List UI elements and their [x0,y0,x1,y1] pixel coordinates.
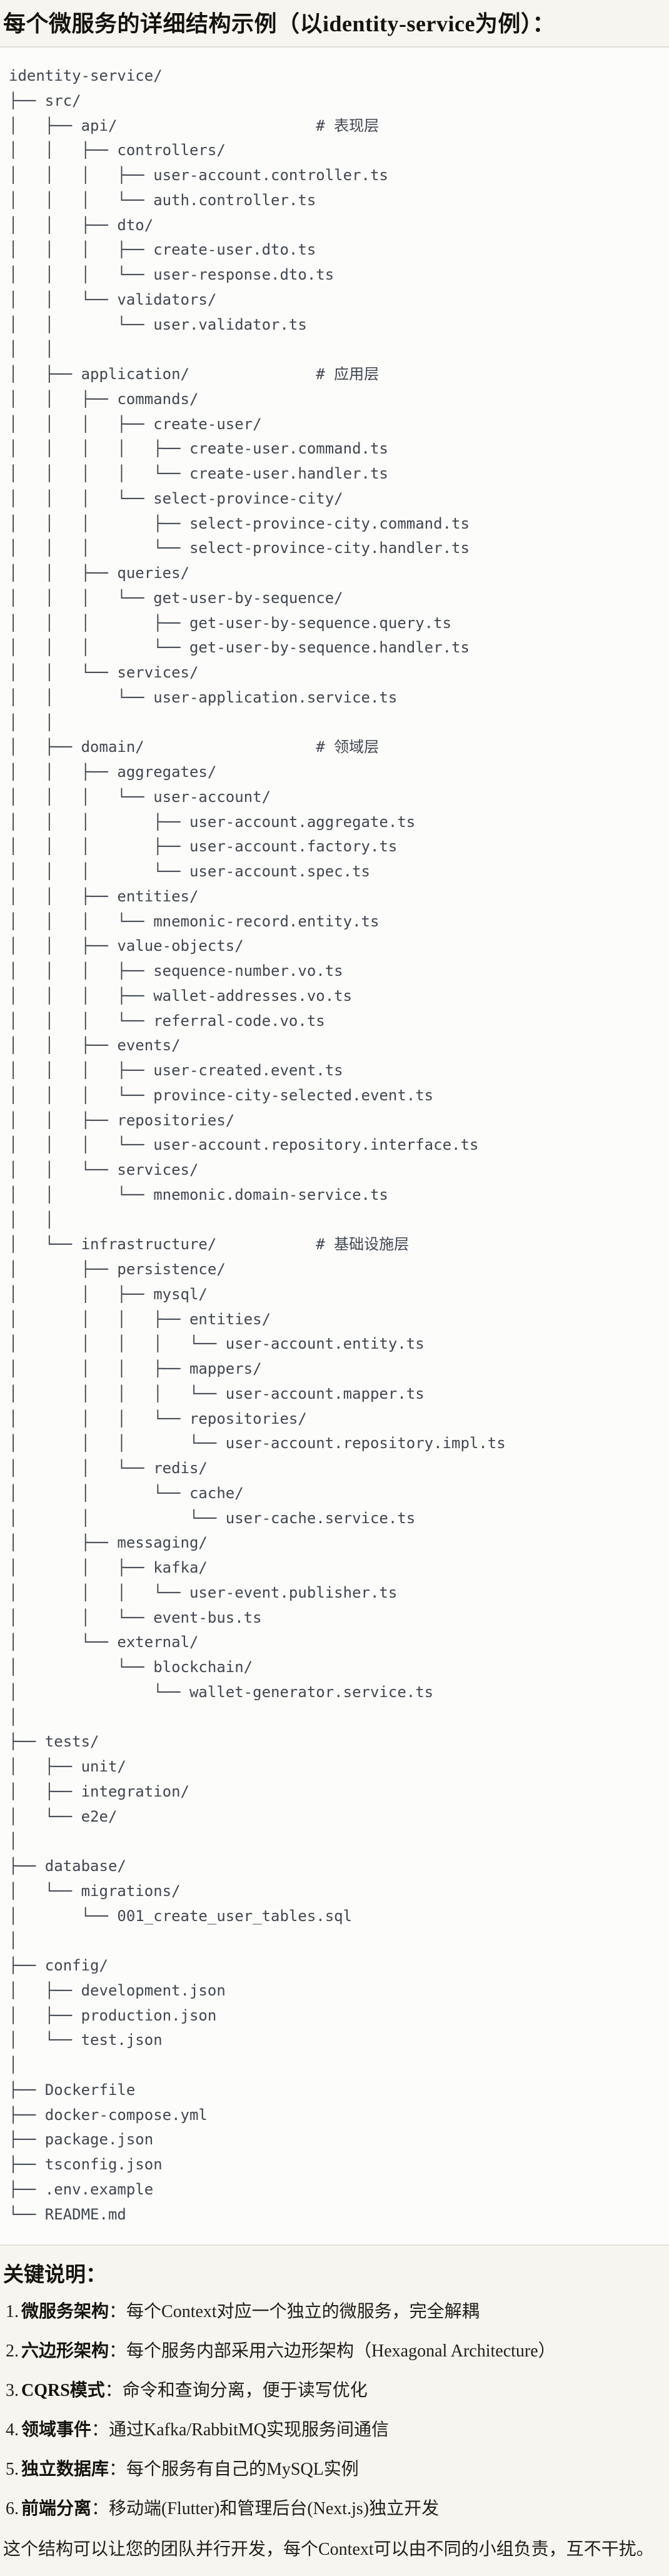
note-item-number: 1. [6,2302,19,2322]
page-title: 每个微服务的详细结构示例（以identity-service为例）： [3,11,555,36]
note-item-number: 2. [6,2341,19,2361]
note-item-term: 领域事件 [21,2420,92,2440]
note-item-term: 六边形架构 [21,2341,109,2361]
note-item-term: 独立数据库 [21,2460,109,2480]
note-item-number: 4. [6,2420,19,2440]
note-item-term: CQRS模式 [21,2381,105,2401]
file-tree: identity-service/ ├── src/ │ ├── api/ # … [9,67,506,2223]
notes-heading: 关键说明： [3,2264,106,2287]
note-item: 1.微服务架构：每个Context对应一个独立的微服务，完全解耦 [6,2298,665,2326]
note-item-number: 6. [6,2499,19,2519]
note-item-number: 5. [6,2460,19,2480]
note-item-text: ：每个服务有自己的MySQL实例 [109,2460,359,2480]
note-item-number: 3. [6,2381,19,2401]
note-item: 6.前端分离：移动端(Flutter)和管理后台(Next.js)独立开发 [6,2495,665,2523]
note-item: 5.独立数据库：每个服务有自己的MySQL实例 [6,2456,665,2483]
note-item: 2.六边形架构：每个服务内部采用六边形架构（Hexagonal Architec… [6,2338,665,2365]
note-item: 3.CQRS模式：命令和查询分离，便于读写优化 [6,2377,665,2405]
note-item-text: ：每个Context对应一个独立的微服务，完全解耦 [109,2302,480,2322]
note-item-text: ：每个服务内部采用六边形架构（Hexagonal Architecture） [109,2341,556,2361]
note-item-text: ：命令和查询分离，便于读写优化 [104,2381,368,2401]
file-tree-code-block: identity-service/ ├── src/ │ ├── api/ # … [0,46,669,2246]
note-item-term: 微服务架构 [21,2302,109,2322]
closing-note: 这个结构可以让您的团队并行开发，每个Context可以由不同的小组负责，互不干扰… [3,2540,654,2560]
note-item-text: ：移动端(Flutter)和管理后台(Next.js)独立开发 [91,2499,440,2519]
notes-section: 关键说明： 1.微服务架构：每个Context对应一个独立的微服务，完全解耦 2.… [0,2246,669,2576]
note-item-text: ：通过Kafka/RabbitMQ实现服务间通信 [91,2420,389,2440]
note-item-term: 前端分离 [21,2499,92,2519]
note-item: 4.领域事件：通过Kafka/RabbitMQ实现服务间通信 [6,2416,665,2444]
